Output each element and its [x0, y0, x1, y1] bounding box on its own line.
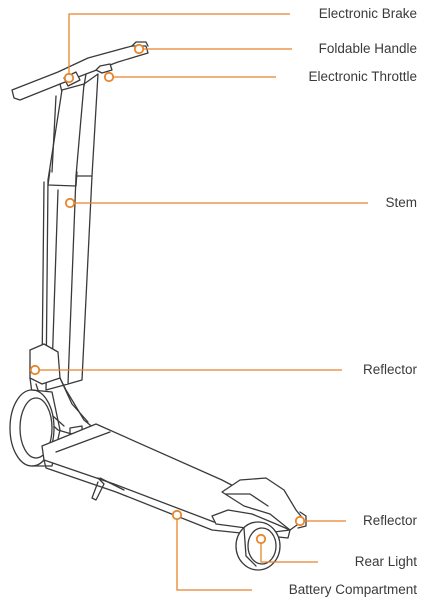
marker-reflector-rear: [294, 515, 306, 527]
marker-rear-light: [255, 533, 267, 545]
rear-assembly-drawing: [211, 477, 307, 571]
marker-reflector-front: [29, 364, 41, 376]
label-reflector-front: Reflector: [362, 362, 417, 377]
handlebar-drawing: [11, 41, 149, 101]
label-battery-compartment: Battery Compartment: [288, 582, 417, 597]
label-stem: Stem: [385, 195, 417, 210]
leader-electronic-brake: [68, 13, 290, 77]
label-reflector-rear: Reflector: [362, 513, 417, 528]
marker-electronic-throttle: [103, 71, 115, 83]
marker-stem: [64, 197, 76, 209]
marker-battery-compartment: [171, 509, 183, 521]
stem-drawing: [41, 73, 99, 391]
marker-electronic-brake: [63, 72, 75, 84]
label-rear-light: Rear Light: [354, 554, 417, 569]
leader-rear-light: [260, 540, 318, 563]
label-foldable-handle: Foldable Handle: [318, 41, 417, 56]
label-electronic-throttle: Electronic Throttle: [308, 69, 417, 84]
deck-drawing: [41, 423, 297, 539]
leader-battery-compartment: [176, 515, 252, 591]
marker-foldable-handle: [133, 43, 145, 55]
label-electronic-brake: Electronic Brake: [318, 6, 417, 21]
